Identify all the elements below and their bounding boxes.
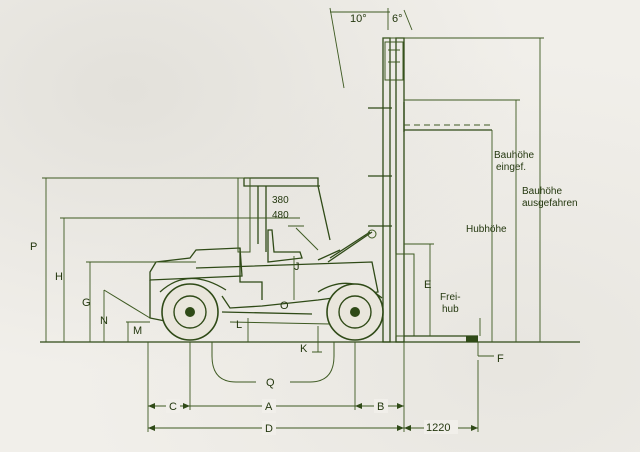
dim-G: G: [82, 297, 91, 309]
dim-Q-left: [211, 342, 256, 383]
lowered-fork: [404, 335, 478, 342]
dim-L: L: [236, 319, 242, 331]
tilt-fwd-angle: 6°: [392, 13, 403, 25]
bauhoehe-eingef-2: eingef.: [496, 162, 526, 173]
dim-H: H: [55, 271, 63, 283]
seat-dim-upper: 380: [272, 195, 289, 206]
dim-N: N: [100, 315, 108, 327]
dim-E: E: [424, 279, 431, 291]
dim-F: F: [497, 353, 504, 365]
front-wheel: [326, 283, 384, 341]
mast-height-dims: [404, 37, 544, 357]
dim-fork-length: 1220: [426, 422, 450, 434]
dim-K: K: [300, 343, 308, 355]
raised-fork: [403, 102, 492, 132]
dim-B: B: [377, 401, 384, 413]
bauhoehe-ausgef-1: Bauhöhe: [522, 186, 562, 197]
dim-D: D: [265, 423, 273, 435]
bottom-dims: [147, 342, 479, 432]
dim-M: M: [133, 325, 142, 337]
dim-A: A: [265, 401, 273, 413]
dim-Q-right: [290, 342, 335, 383]
seat-dim-lower: 480: [272, 210, 289, 221]
tilt-back-angle: 10°: [350, 13, 367, 25]
left-height-dims: [42, 177, 300, 342]
freihub-2: hub: [442, 304, 459, 315]
dim-Q: Q: [266, 377, 275, 389]
bauhoehe-eingef-1: Bauhöhe: [494, 150, 534, 161]
freihub-1: Frei-: [440, 292, 461, 303]
tilt-angle-lines: [329, 7, 413, 89]
dim-O: O: [280, 300, 289, 312]
rear-wheel: [161, 283, 219, 341]
dim-P: P: [30, 241, 37, 253]
hubhoehe-label: Hubhöhe: [466, 224, 507, 235]
dim-C: C: [169, 401, 177, 413]
mast: [368, 37, 415, 343]
dim-J: J: [294, 261, 300, 273]
bauhoehe-ausgef-2: ausgefahren: [522, 198, 578, 209]
